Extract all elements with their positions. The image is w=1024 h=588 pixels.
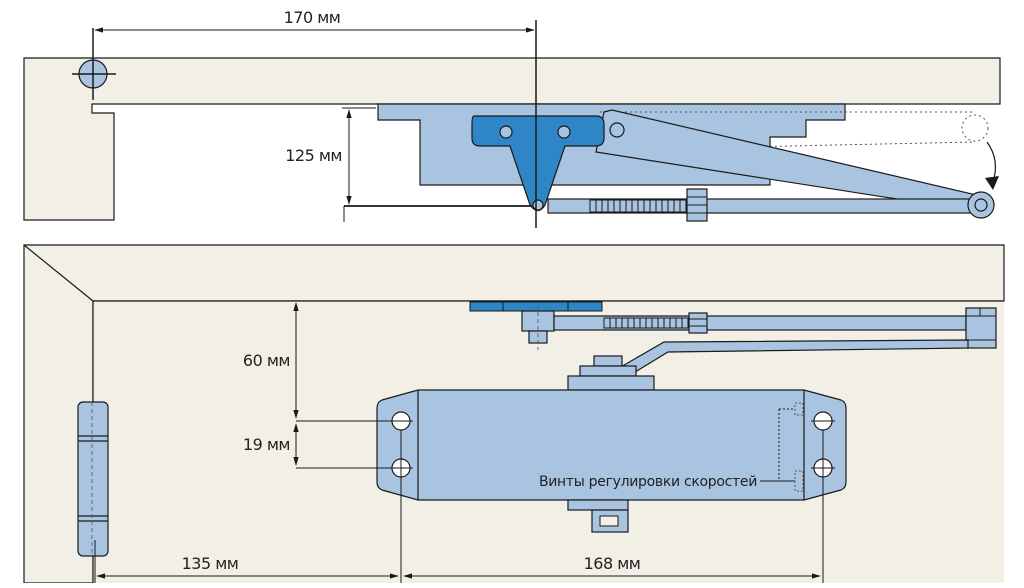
dim-label-19: 19 мм [243,435,290,454]
dim-label-168: 168 мм [584,554,641,573]
dim-label-125: 125 мм [285,146,342,165]
dim-label-60: 60 мм [243,351,290,370]
dim-label-135: 135 мм [182,554,239,573]
hinge [77,401,109,557]
top-view: 170 мм 125 мм [23,8,1001,228]
valve-screws-note: Винты регулировки скоростей [539,474,757,490]
dim-label-170: 170 мм [284,8,341,27]
front-bracket [469,301,603,312]
frame-profile [23,57,1001,221]
forearm-thread [589,199,687,213]
front-view: Винты регулировки скоростей 60 мм 19 мм … [23,244,1005,584]
